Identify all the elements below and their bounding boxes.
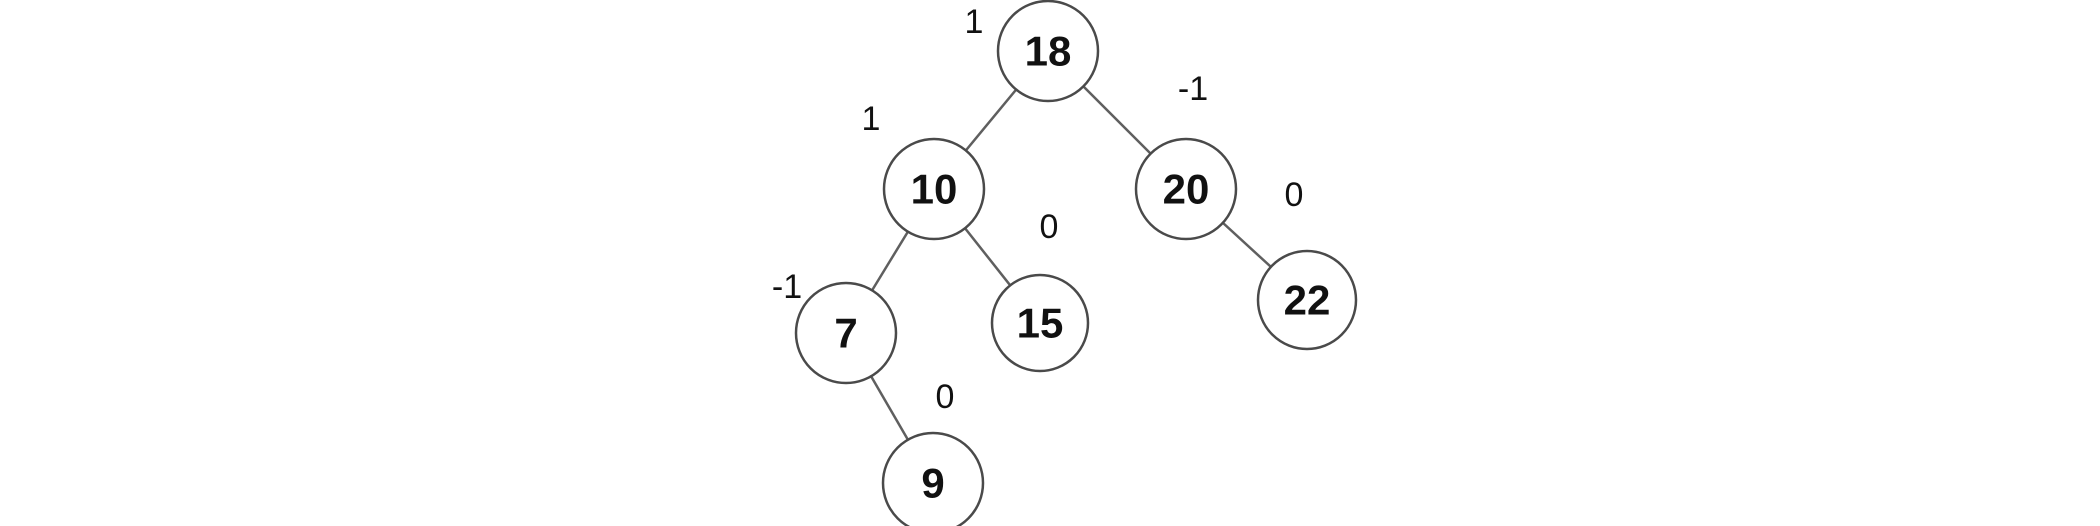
balance-factor-20: -1 [1178,70,1208,108]
tree-node-9: 9 [881,431,985,526]
node-circle-10 [882,137,986,241]
tree-node-7: 7 [794,281,898,385]
node-circle-18 [996,0,1100,103]
node-value-20: 20 [1163,166,1210,213]
node-circle-15 [990,273,1090,373]
balance-factor-7: -1 [772,268,802,306]
node-circle-22 [1256,249,1358,351]
node-value-18: 18 [1025,28,1072,75]
node-value-10: 10 [911,166,958,213]
tree-node-20: 20 [1134,137,1238,241]
node-value-7: 7 [834,310,857,357]
balance-factor-9: 0 [936,378,955,416]
node-value-9: 9 [921,460,944,507]
tree-node-22: 22 [1256,249,1358,351]
balance-factor-15: 0 [1040,208,1059,246]
node-value-15: 15 [1017,300,1064,347]
tree-node-18: 18 [996,0,1100,103]
node-circle-20 [1134,137,1238,241]
tree-node-15: 15 [990,273,1090,373]
node-value-22: 22 [1284,277,1331,324]
tree-node-10: 10 [882,137,986,241]
tree-edges-layer [844,50,1308,484]
balance-factor-10: 1 [862,100,881,138]
node-circle-9 [881,431,985,526]
balance-factor-22: 0 [1285,176,1304,214]
balance-factor-labels-layer: 1 1 -1 0 0 -1 0 [772,3,1304,416]
node-circle-7 [794,281,898,385]
balance-factor-18: 1 [965,3,984,41]
